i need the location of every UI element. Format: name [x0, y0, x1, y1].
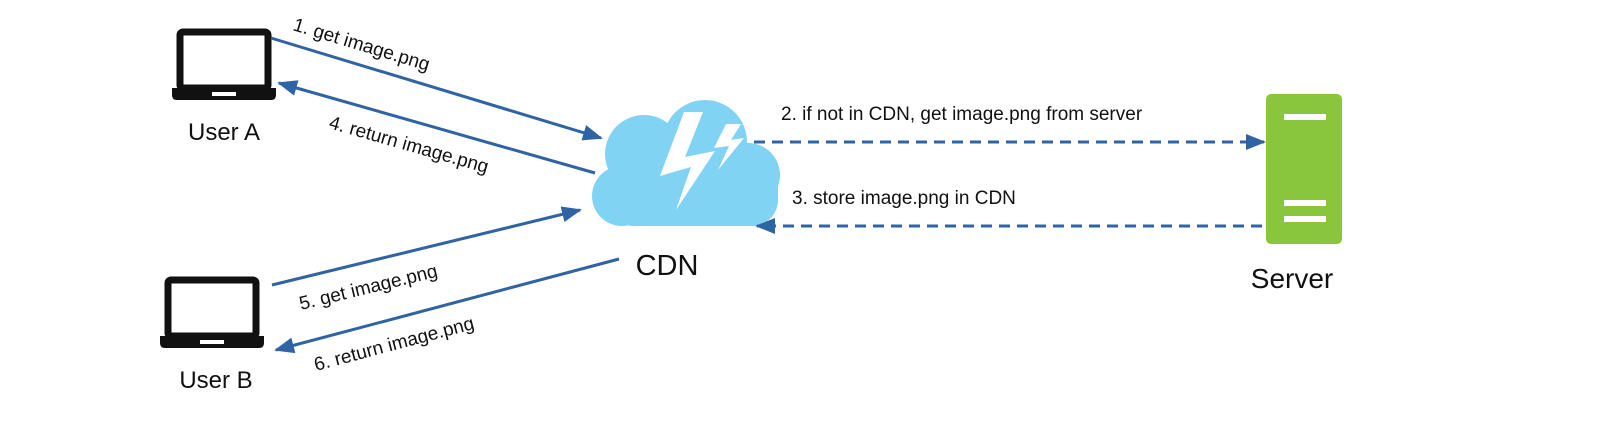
- user-a-node: User A: [172, 28, 276, 146]
- step2-label: 2. if not in CDN, get image.png from ser…: [781, 104, 1143, 125]
- step4-label: 4. return image.png: [327, 113, 491, 178]
- step6-label: 6. return image.png: [312, 313, 477, 376]
- step6-arrow: [274, 257, 620, 354]
- step5-label: 5. get image.png: [297, 261, 439, 315]
- user-a-label: User A: [188, 119, 260, 146]
- cdn-node: CDN: [592, 100, 780, 282]
- server-icon: [1266, 94, 1342, 244]
- server-node: Server: [1251, 94, 1342, 294]
- step1-arrow: [270, 36, 603, 141]
- lightning-bolt: [660, 112, 715, 210]
- cloud-lightning-icon: [592, 100, 780, 226]
- user-b-node: User B: [160, 276, 264, 394]
- lightning-bolt-small: [714, 124, 744, 170]
- step4-arrow: [277, 80, 596, 175]
- laptop-icon: [172, 28, 276, 100]
- laptop-icon: [160, 276, 264, 348]
- user-b-label: User B: [179, 367, 252, 394]
- step3-label: 3. store image.png in CDN: [792, 188, 1016, 209]
- step5-arrow: [271, 206, 582, 287]
- server-label: Server: [1251, 263, 1333, 294]
- cdn-label: CDN: [636, 250, 699, 282]
